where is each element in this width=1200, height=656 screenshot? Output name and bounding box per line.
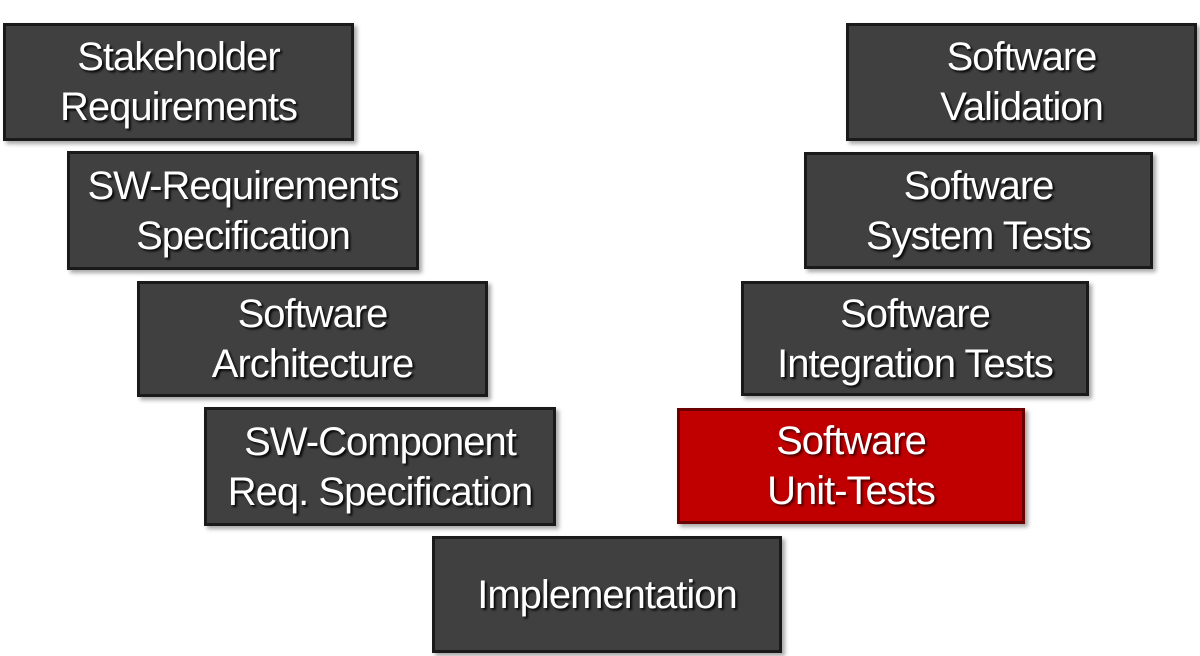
sw-requirements-specification-box: SW-Requirements Specification	[67, 151, 419, 270]
software-architecture-box: Software Architecture	[137, 281, 488, 397]
box-label-line: Validation	[940, 85, 1104, 129]
box-label-line: SW-Component	[244, 419, 517, 464]
box-label-line: Requirements	[59, 85, 298, 129]
box-label-line: Stakeholder	[77, 35, 280, 79]
box-label-line: Integration Tests	[777, 341, 1054, 386]
software-validation-box: Software Validation	[846, 23, 1197, 141]
implementation-box: Implementation	[432, 536, 782, 653]
box-label-line: Implementation	[477, 572, 737, 617]
sw-component-req-specification-box: SW-Component Req. Specification	[204, 407, 556, 526]
software-integration-tests-box: Software Integration Tests	[741, 281, 1089, 396]
box-label-line: Software	[946, 35, 1098, 79]
box-label-line: Software	[776, 419, 927, 463]
software-unit-tests-box: Software Unit-Tests	[677, 408, 1025, 524]
software-system-tests-box: Software System Tests	[804, 152, 1153, 269]
box-label-line: Software	[840, 291, 991, 336]
box-label-line: Unit-Tests	[767, 469, 936, 513]
box-label-line: Software	[237, 292, 389, 336]
box-label-line: Software	[903, 163, 1055, 208]
stakeholder-requirements-box: Stakeholder Requirements	[3, 23, 354, 141]
box-label-line: System Tests	[865, 213, 1092, 258]
box-label-line: Specification	[136, 213, 351, 258]
box-label-line: Architecture	[211, 342, 414, 386]
box-label-line: SW-Requirements	[87, 163, 399, 208]
box-label-line: Req. Specification	[227, 469, 533, 514]
